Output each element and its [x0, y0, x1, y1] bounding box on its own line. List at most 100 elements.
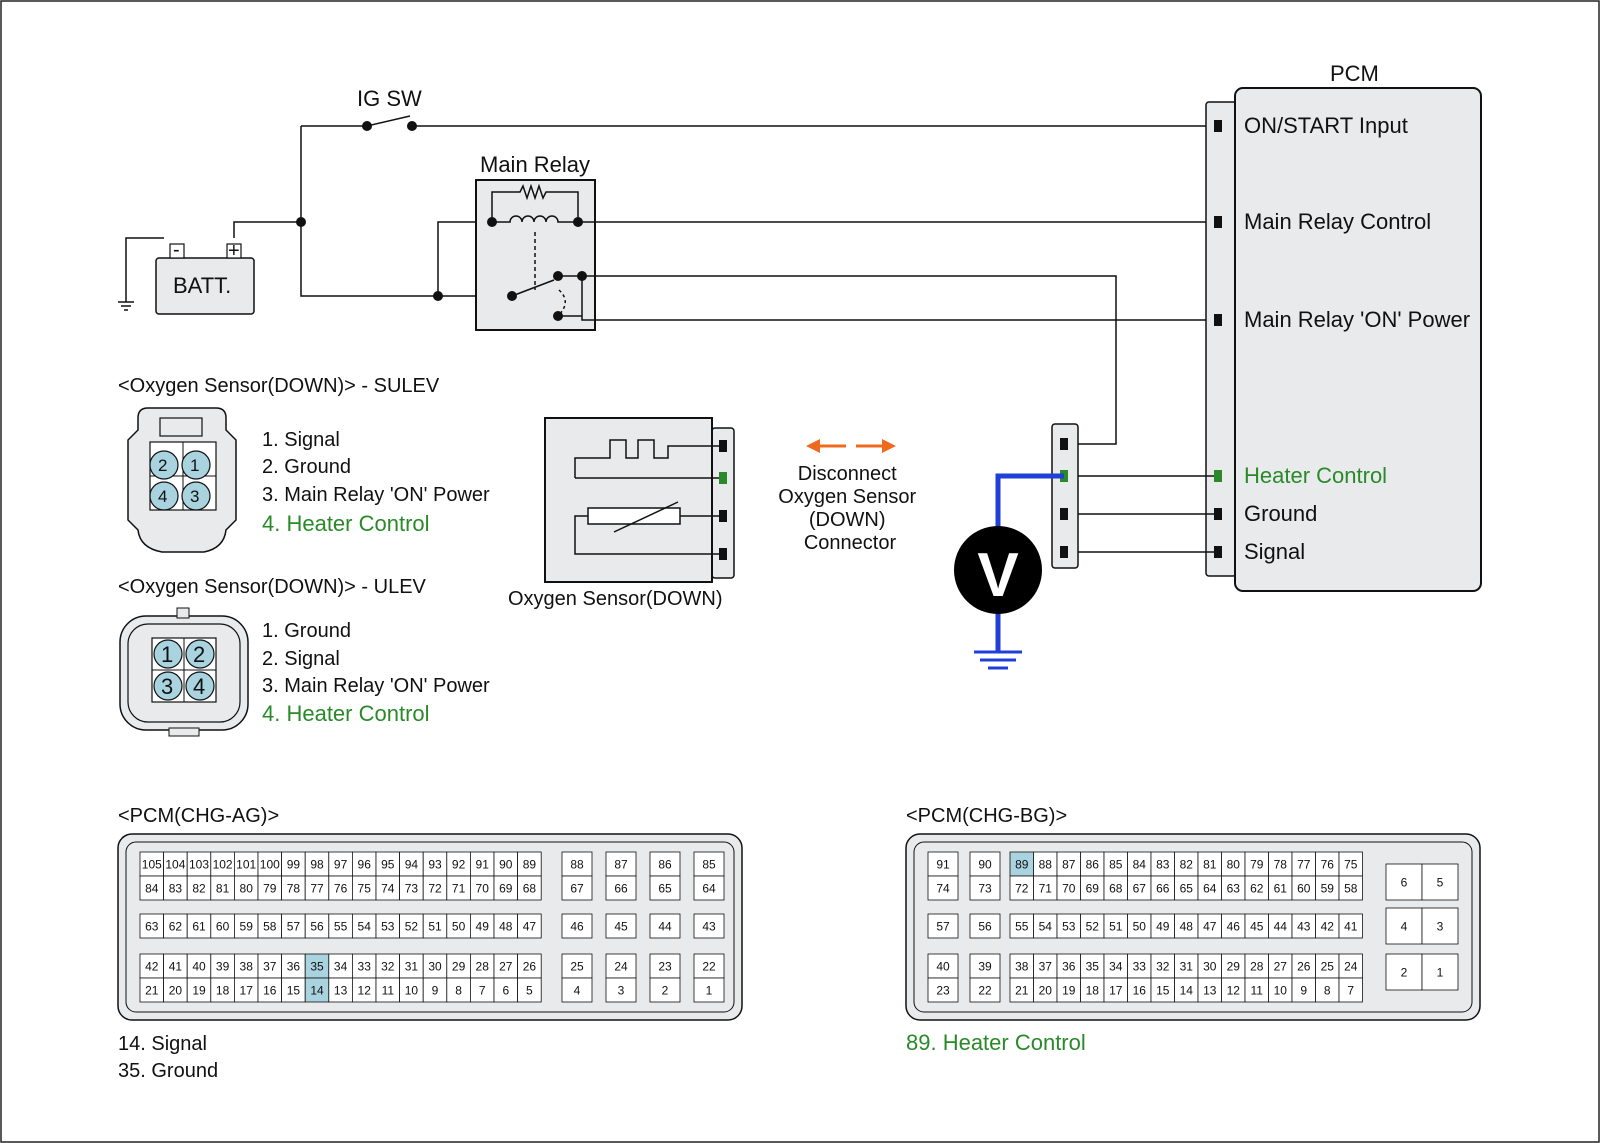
pin-number: 10 [1274, 984, 1288, 998]
pin-number: 36 [1062, 960, 1076, 974]
pin-number: 25 [1321, 960, 1335, 974]
pin-number: 84 [145, 882, 159, 896]
sulev-title: <Oxygen Sensor(DOWN)> - SULEV [118, 375, 440, 397]
pin-number: 50 [1133, 920, 1147, 934]
pin-number: 33 [1133, 960, 1147, 974]
pin-cell [649, 953, 681, 979]
pin-number: 48 [499, 920, 513, 934]
pin-cell [1385, 907, 1423, 945]
pcm-pin-label: Main Relay Control [1244, 209, 1431, 234]
pcm-pin-terminal [1214, 508, 1222, 520]
pin-number: 89 [523, 858, 537, 872]
pin-number: 2 [662, 984, 669, 998]
pcm-pin-label: ON/START Input [1244, 113, 1408, 138]
voltmeter-icon [954, 526, 1042, 614]
pin-number: 12 [358, 984, 372, 998]
pin-number: 105 [142, 858, 162, 872]
pin-number: 41 [1344, 920, 1358, 934]
pin-number: 22 [702, 960, 716, 974]
pin-number: 34 [334, 960, 348, 974]
pin-number: 58 [263, 920, 277, 934]
pin-number: 4 [574, 984, 581, 998]
arrow-left-icon [806, 439, 820, 453]
pcm-pin-label: Ground [1244, 501, 1317, 526]
battery-ground-wire [125, 237, 164, 302]
battery-negative-terminal [169, 243, 185, 259]
pin-number: 93 [428, 858, 442, 872]
pin-number: 19 [1062, 984, 1076, 998]
pcm-ag-title: <PCM(CHG-AG)> [118, 805, 279, 827]
pin-number: 50 [452, 920, 466, 934]
pin-number: 91 [476, 858, 490, 872]
pin-number: 73 [405, 882, 419, 896]
pin-number: 54 [358, 920, 372, 934]
pin-number: 5 [526, 984, 533, 998]
pin-number: 62 [169, 920, 183, 934]
pin-number: 78 [287, 882, 301, 896]
pin-number: 28 [1250, 960, 1264, 974]
pin-number: 88 [1039, 858, 1053, 872]
pin-number: 64 [1203, 882, 1217, 896]
sulev-item: 2. Ground [262, 456, 351, 478]
pin-number: 92 [452, 858, 466, 872]
disconnect-arrows [806, 439, 896, 453]
pin-number: 61 [1274, 882, 1288, 896]
pin-number: 20 [169, 984, 183, 998]
pin-cell [517, 875, 542, 901]
pin-number: 31 [1180, 960, 1194, 974]
battery-positive-terminal [226, 243, 242, 259]
pin-number: 16 [1133, 984, 1147, 998]
pin-number: 52 [405, 920, 419, 934]
pin-cell [561, 875, 593, 901]
pin-number: 43 [702, 920, 716, 934]
pin-number: 14 [310, 984, 324, 998]
pin-number: 39 [216, 960, 230, 974]
pin-number: 84 [1133, 858, 1147, 872]
pin-number: 80 [240, 882, 254, 896]
pin-number: 42 [1321, 920, 1335, 934]
pin-number: 94 [405, 858, 419, 872]
sulev-pin-number: 1 [190, 456, 199, 475]
pin-number: 61 [192, 920, 206, 934]
pin-number: 68 [523, 882, 537, 896]
pin-number: 75 [358, 882, 372, 896]
pin-number: 49 [476, 920, 490, 934]
pcm-pin-terminal [1214, 546, 1222, 558]
pin-number: 15 [287, 984, 301, 998]
power-circuit [118, 115, 1214, 445]
pin-number: 75 [1344, 858, 1358, 872]
pin-number: 100 [260, 858, 280, 872]
pin-number: 46 [1227, 920, 1241, 934]
pin-number: 13 [334, 984, 348, 998]
junction-dots [296, 121, 587, 321]
pin-number: 76 [334, 882, 348, 896]
pcm-pin-terminal [1214, 216, 1222, 228]
pin-cell [561, 851, 593, 877]
sensor-pcm-wires [1067, 475, 1214, 553]
pin-cell [1421, 863, 1459, 901]
pin-number: 78 [1274, 858, 1288, 872]
pin-number: 88 [570, 858, 584, 872]
disconnect-note: Disconnect Oxygen Sensor (DOWN) Connecto… [778, 463, 921, 554]
pin-number: 60 [216, 920, 230, 934]
pin-number: 79 [1250, 858, 1264, 872]
pin-cell [693, 875, 725, 901]
pin-number: 55 [1015, 920, 1029, 934]
ulev-item: 2. Signal [262, 648, 340, 670]
pin-cell [969, 913, 1001, 939]
pin-number: 9 [1300, 984, 1307, 998]
pin-number: 95 [381, 858, 395, 872]
pin-cell [969, 875, 1001, 901]
pin-number: 1 [706, 984, 713, 998]
pin-cell [1385, 863, 1423, 901]
pcm-pin-terminal [1214, 470, 1222, 482]
pin-number: 47 [523, 920, 537, 934]
pin-number: 97 [334, 858, 348, 872]
pin-number: 45 [1250, 920, 1264, 934]
pin-number: 98 [310, 858, 324, 872]
pin-number: 74 [936, 882, 950, 896]
pin-cell [605, 977, 637, 1003]
